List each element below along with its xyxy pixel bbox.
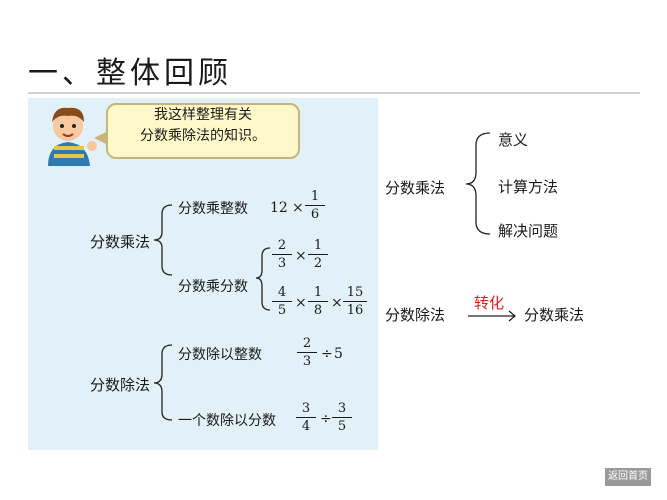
mul-int-op: × (292, 200, 304, 216)
right-mul-label: 分数乘法 (385, 179, 446, 197)
mf2-op1: × (295, 295, 307, 311)
frac-num: 3 (337, 401, 347, 416)
right-div-label: 分数除法 (385, 306, 446, 324)
brace-mul (153, 204, 173, 276)
brace-mul-frac (255, 247, 271, 311)
frac-den: 5 (337, 419, 347, 434)
frac-den: 3 (277, 256, 287, 271)
mf1-op: × (295, 248, 307, 264)
int-div-op: ÷ (320, 411, 332, 427)
mul-int-a: 12 (270, 200, 288, 216)
mul-int-label: 分数乘整数 (178, 201, 248, 217)
frac-num: 2 (277, 238, 287, 253)
bubble-line-1: 我这样整理有关 (154, 107, 252, 123)
div-label: 分数除法 (90, 376, 151, 394)
frac-num: 4 (277, 285, 287, 300)
right-result-label: 分数乘法 (524, 306, 585, 324)
brace-right-mul (465, 132, 491, 235)
speech-bubble: 我这样整理有关 分数乘除法的知识。 (94, 103, 300, 159)
frac-den: 6 (310, 207, 320, 222)
frac-den: 3 (302, 354, 312, 369)
frac-den: 5 (277, 303, 287, 318)
home-button[interactable]: 返回首页 (605, 468, 651, 486)
bubble-line-2: 分数乘除法的知识。 (140, 128, 266, 144)
frac-num: 1 (313, 285, 323, 300)
frac-num: 1 (313, 238, 323, 253)
mul-label: 分数乘法 (90, 233, 151, 251)
frac-den: 4 (301, 419, 311, 434)
transform-arrow (468, 310, 517, 322)
frac-num: 15 (346, 285, 364, 300)
right-item-method: 计算方法 (498, 178, 559, 196)
mul-frac-label: 分数乘分数 (178, 279, 248, 295)
int-div-label: 一个数除以分数 (178, 413, 276, 429)
div-int-label: 分数除以整数 (178, 347, 262, 363)
mf2-op2: × (331, 295, 343, 311)
div-int-op: ÷ (321, 346, 333, 362)
title-divider (28, 92, 640, 94)
boy-illustration (48, 107, 97, 166)
div-int-b: 5 (334, 346, 343, 362)
frac-num: 2 (302, 336, 312, 351)
right-item-meaning: 意义 (498, 131, 529, 149)
transform-label: 转化 (474, 294, 505, 312)
brace-div (153, 344, 173, 421)
frac-num: 1 (310, 189, 320, 204)
page-title: 一、整体回顾 (28, 56, 232, 91)
frac-num: 3 (301, 401, 311, 416)
frac-den: 2 (313, 256, 323, 271)
frac-den: 8 (313, 303, 323, 318)
right-item-problem: 解决问题 (498, 222, 559, 240)
frac-den: 16 (346, 303, 364, 318)
